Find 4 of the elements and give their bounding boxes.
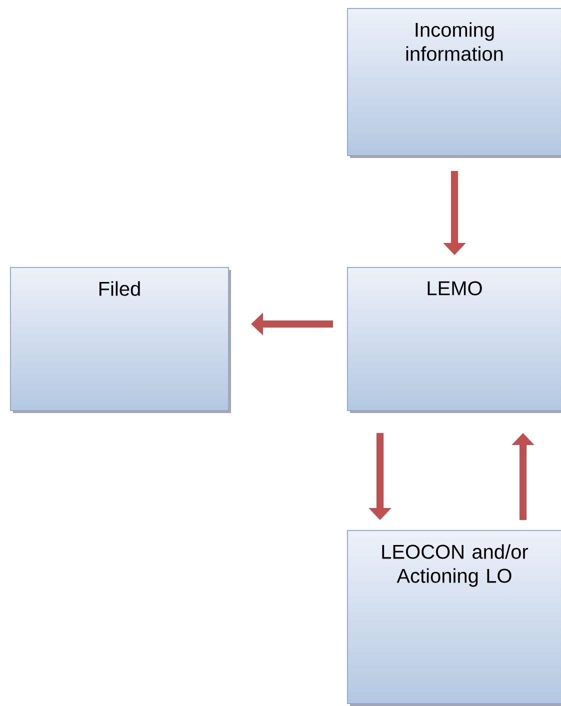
- process-box: Incoming information: [347, 8, 561, 158]
- process-box: LEMO: [347, 267, 561, 413]
- process-box: LEOCON and/or Actioning LO: [347, 530, 561, 706]
- process-box: Filed: [10, 267, 231, 413]
